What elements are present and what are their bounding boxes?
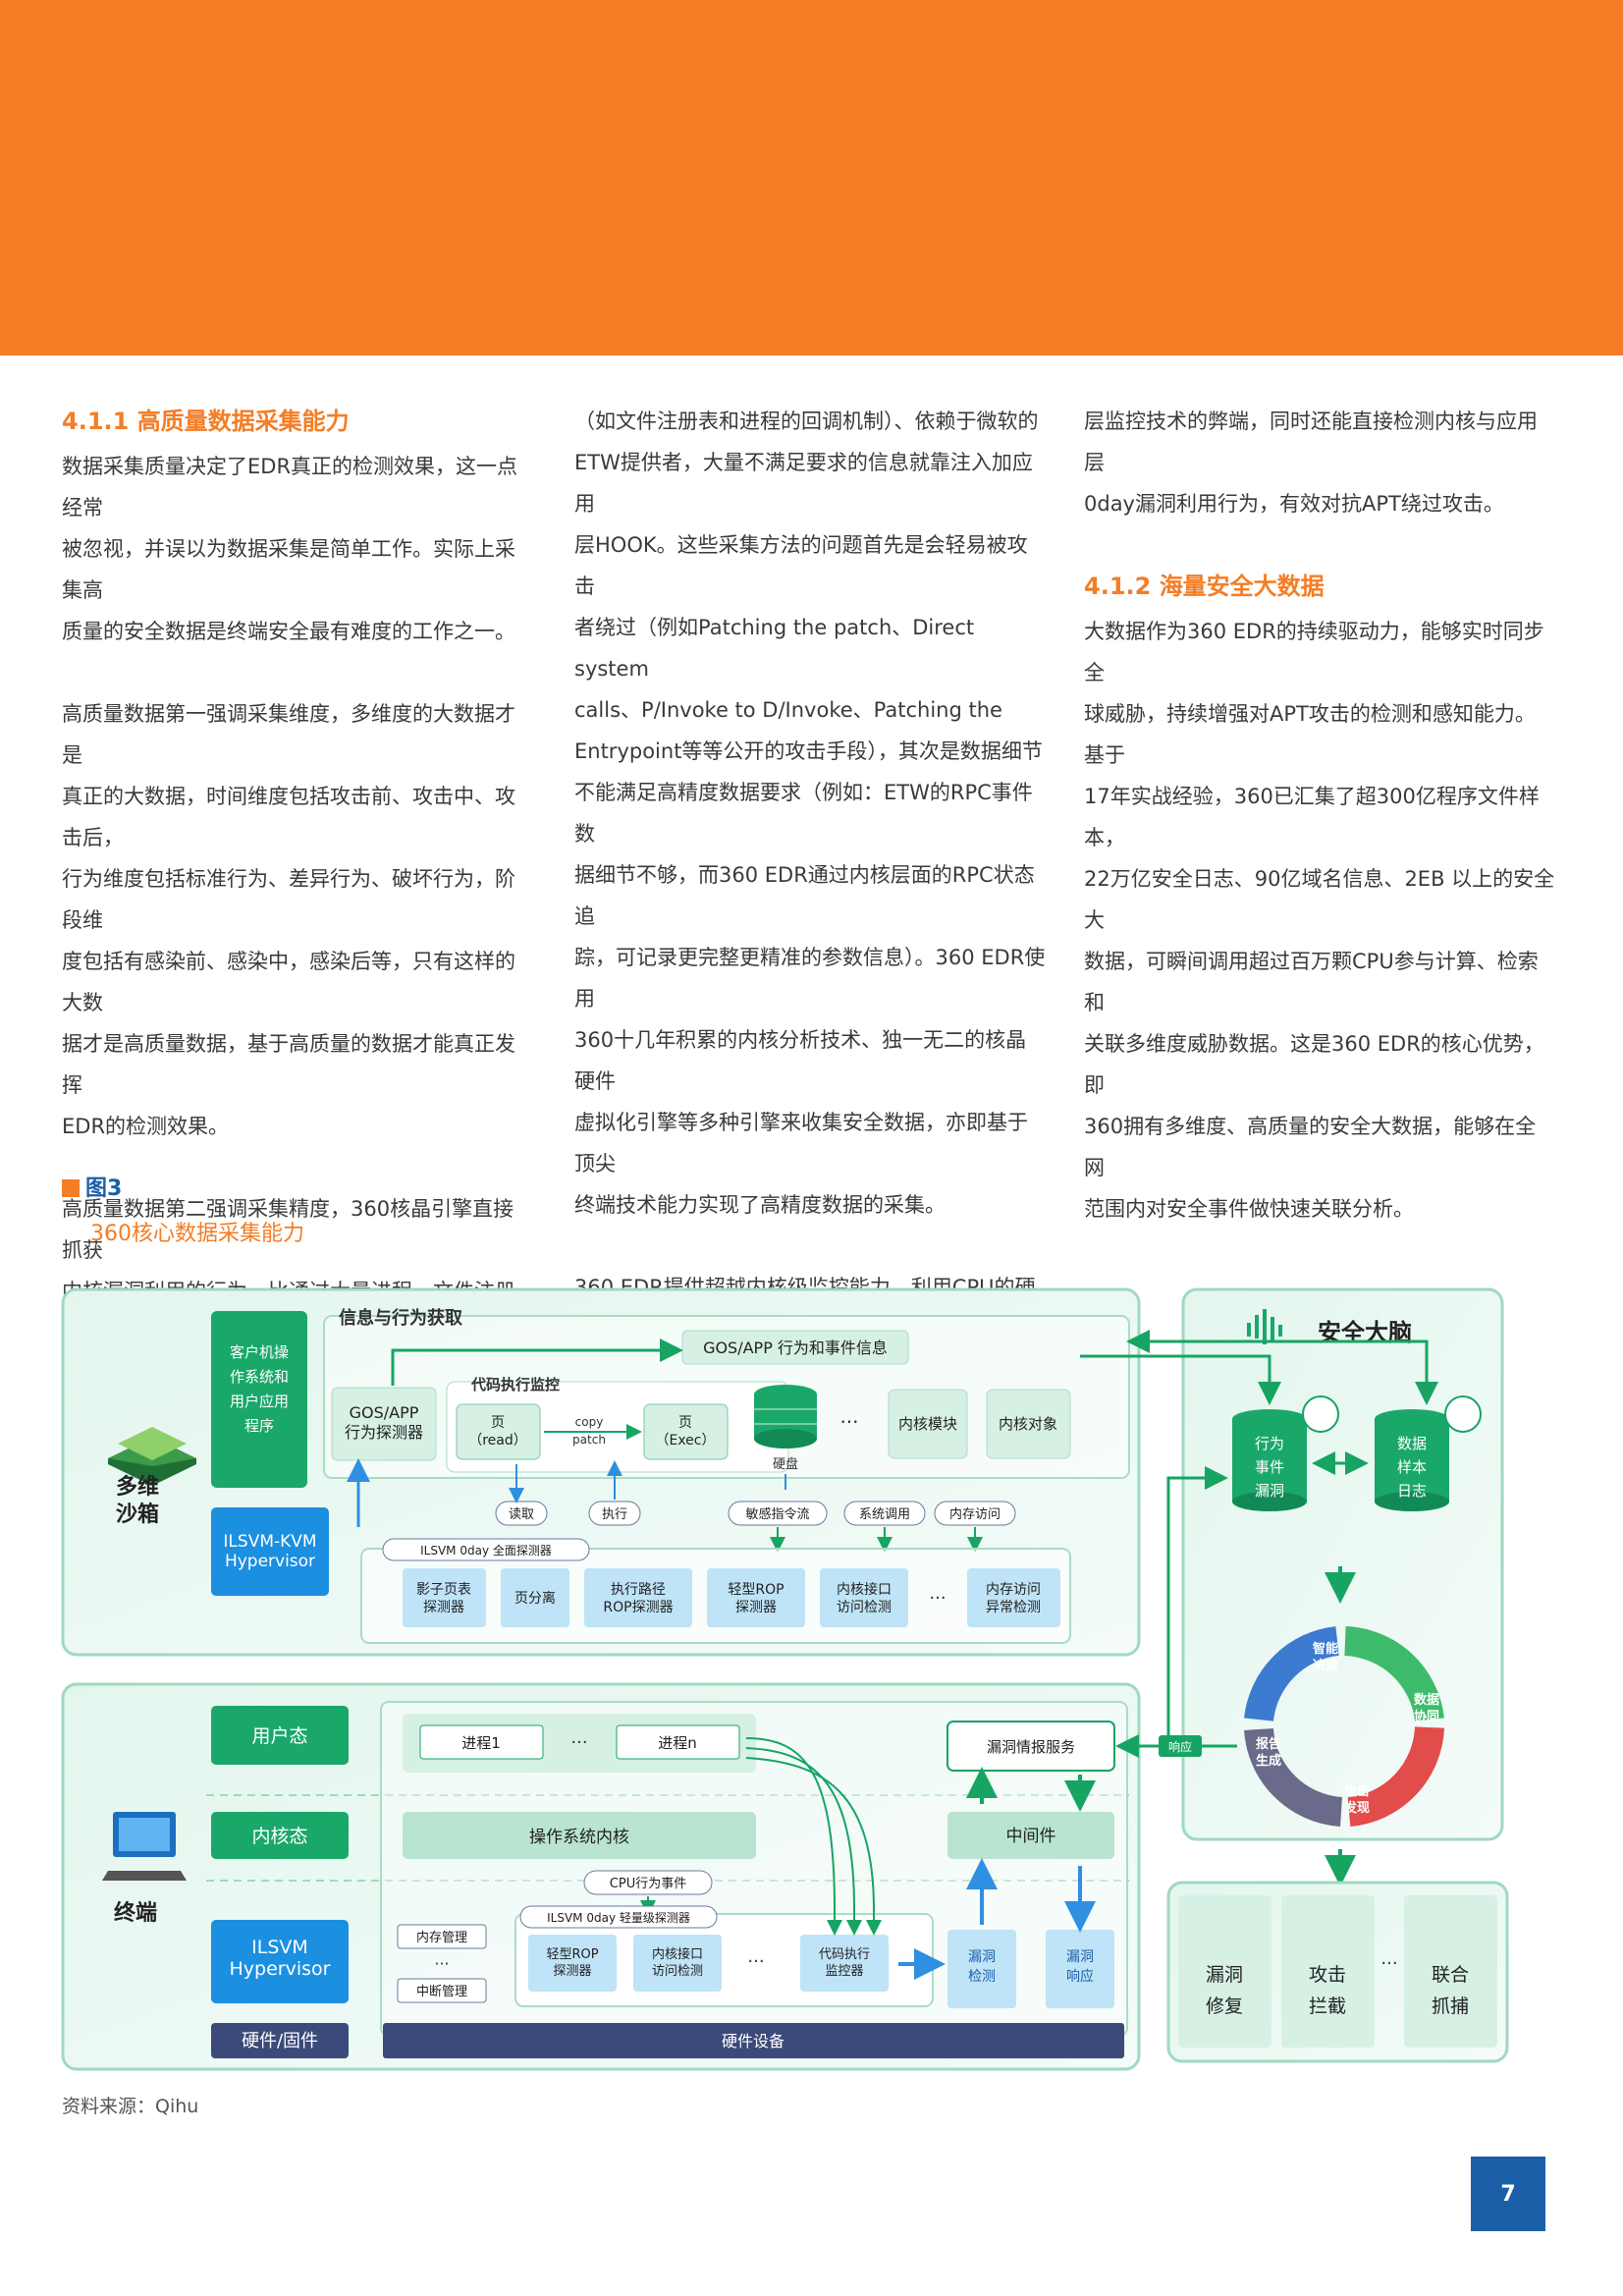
vuln-respond: 漏洞响应 bbox=[1066, 1949, 1094, 1985]
cycle-step: 智能决策 bbox=[1313, 1641, 1339, 1673]
terminal-label: 终端 bbox=[114, 1900, 157, 1926]
cycle-icon bbox=[1244, 1626, 1444, 1827]
syscall-tag: 系统调用 bbox=[859, 1507, 910, 1522]
vuln-detect: 漏洞检测 bbox=[968, 1949, 996, 1985]
ellipsis: ··· bbox=[570, 1732, 587, 1753]
cycle-step: 攻击发现 bbox=[1343, 1783, 1370, 1816]
paragraph: 大数据作为360 EDR的持续驱动力，能够实时同步全 球威胁，持续增强对APT攻… bbox=[1084, 620, 1555, 1221]
cycle-step: 数据协同 bbox=[1414, 1692, 1439, 1724]
action-item: 联合抓捕 bbox=[1432, 1964, 1469, 2017]
db-behavior: 行为事件漏洞 bbox=[1255, 1435, 1284, 1500]
kernel-mode: 内核态 bbox=[251, 1826, 307, 1847]
light-item: 内核接口访问检测 bbox=[652, 1946, 703, 1979]
section-heading: 4.1.1 高质量数据采集能力 bbox=[62, 408, 350, 435]
ellipsis: ··· bbox=[929, 1588, 946, 1609]
database-icon bbox=[1232, 1395, 1339, 1511]
mem-tag: 内存访问 bbox=[949, 1506, 1001, 1522]
middleware: 中间件 bbox=[1006, 1827, 1056, 1846]
client-os-box: 客户机操作系统和用户应用程序 bbox=[230, 1343, 289, 1435]
os-kernel: 操作系统内核 bbox=[529, 1828, 629, 1847]
paragraph: 层监控技术的弊端，同时还能直接检测内核与应用层 0day漏洞利用行为，有效对抗A… bbox=[1084, 410, 1538, 516]
header-banner bbox=[0, 0, 1623, 355]
gos-info-box: GOS/APP 行为和事件信息 bbox=[703, 1339, 888, 1357]
paragraph: （如文件注册表和进程的回调机制）、依赖于微软的 ETW提供者，大量不满足要求的信… bbox=[574, 410, 1046, 1217]
detector-item: 内核接口访问检测 bbox=[837, 1581, 892, 1615]
brain-logo-icon bbox=[1247, 1309, 1282, 1344]
page-number: 7 bbox=[1471, 2157, 1545, 2231]
exec-tag: 执行 bbox=[602, 1507, 627, 1522]
process-n: 进程n bbox=[658, 1734, 697, 1752]
ellipsis: ··· bbox=[839, 1410, 858, 1434]
info-behavior-title: 信息与行为获取 bbox=[339, 1307, 463, 1329]
detector-item: 内存访问异常检测 bbox=[986, 1582, 1041, 1615]
detector-item: 页分离 bbox=[514, 1590, 556, 1607]
respond-label: 响应 bbox=[1168, 1739, 1192, 1754]
paragraph: 高质量数据第一强调采集维度，多维度的大数据才是 真正的大数据，时间维度包括攻击前… bbox=[62, 702, 515, 1138]
page-exec: 页（Exec） bbox=[655, 1415, 715, 1449]
computer-icon bbox=[102, 1812, 187, 1881]
paragraph: 数据采集质量决定了EDR真正的检测效果，这一点经常 被忽视，并误以为数据采集是简… bbox=[62, 455, 518, 643]
chip-icon bbox=[108, 1427, 196, 1486]
ellipsis: ··· bbox=[747, 1951, 764, 1972]
db-data: 数据样本日志 bbox=[1397, 1435, 1427, 1500]
cpu-event: CPU行为事件 bbox=[610, 1877, 686, 1891]
hardware-firmware: 硬件/固件 bbox=[242, 2031, 318, 2051]
light-item: 代码执行监控器 bbox=[819, 1947, 870, 1979]
disk-label: 硬盘 bbox=[773, 1456, 798, 1472]
text-column-1: 4.1.1 高质量数据采集能力 数据采集质量决定了EDR真正的检测效果，这一点经… bbox=[62, 401, 533, 1601]
ellipsis: ··· bbox=[434, 1954, 449, 1973]
brain-panel bbox=[1181, 1287, 1504, 1841]
action-item: 漏洞修复 bbox=[1206, 1964, 1243, 2017]
figure-title: 360核心数据采集能力 bbox=[90, 1222, 304, 1246]
cycle-step: 报告生成 bbox=[1256, 1736, 1281, 1769]
database-icon bbox=[1375, 1395, 1482, 1511]
vuln-intel: 漏洞情报服务 bbox=[987, 1738, 1075, 1756]
process-1: 进程1 bbox=[461, 1734, 501, 1752]
disk-icon bbox=[754, 1385, 817, 1449]
full-detector-title: ILSVM 0day 全面探测器 bbox=[420, 1543, 552, 1558]
kernel-object: 内核对象 bbox=[999, 1415, 1057, 1433]
figure-source: 资料来源：Qihu bbox=[62, 2096, 199, 2117]
figure-label: 图3 bbox=[62, 1171, 122, 1202]
int-mgmt: 中断管理 bbox=[416, 1985, 467, 1999]
detector-item: 影子页表探测器 bbox=[416, 1582, 471, 1615]
kernel-module: 内核模块 bbox=[898, 1415, 957, 1433]
user-mode: 用户态 bbox=[251, 1725, 307, 1747]
text-column-3: 层监控技术的弊端，同时还能直接检测内核与应用层 0day漏洞利用行为，有效对抗A… bbox=[1084, 401, 1555, 1230]
sensitive-tag: 敏感指令流 bbox=[745, 1506, 809, 1522]
action-item: 攻击拦截 bbox=[1309, 1964, 1346, 2017]
sandbox-label: 多维沙箱 bbox=[116, 1474, 159, 1527]
page-read: 页（read） bbox=[468, 1415, 527, 1449]
section-heading: 4.1.2 海量安全大数据 bbox=[1084, 573, 1325, 600]
square-icon bbox=[62, 1179, 80, 1197]
read-tag: 读取 bbox=[509, 1507, 534, 1522]
hardware-device: 硬件设备 bbox=[722, 2032, 784, 2050]
mem-mgmt: 内存管理 bbox=[416, 1930, 467, 1945]
ellipsis: ··· bbox=[1380, 1953, 1397, 1974]
light-detector-title: ILSVM 0day 轻量级探测器 bbox=[547, 1911, 690, 1925]
code-monitor-title: 代码执行监控 bbox=[470, 1376, 560, 1394]
